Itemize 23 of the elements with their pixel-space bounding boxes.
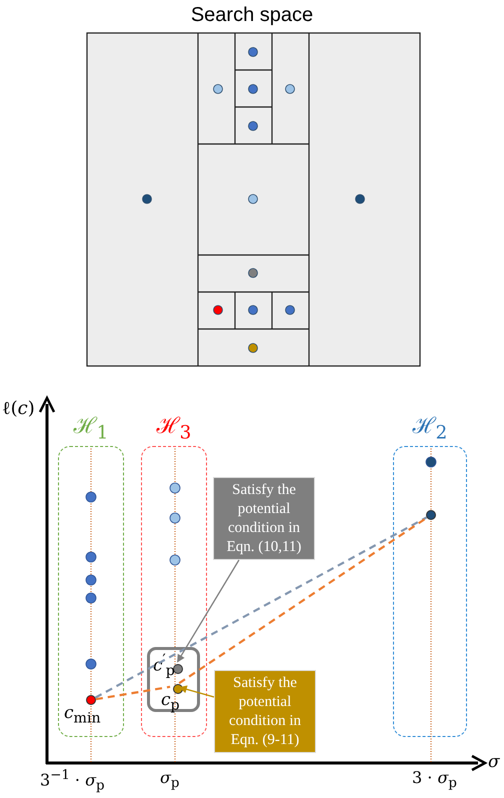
group-title: ℋ$_{2}$ [412, 414, 448, 446]
dashed-line [96, 686, 170, 700]
data-point [173, 664, 183, 674]
data-point [86, 695, 96, 705]
group-title: ℋ$_{3}$ [156, 414, 192, 446]
tick-label: 3 · σ$_{p}$ [412, 768, 457, 792]
leader-line [177, 560, 240, 663]
point-label: c$_{min}$ [64, 704, 101, 728]
group-title: ℋ$_{1}$ [72, 414, 110, 446]
callout-box: Satisfy the potential condition in Eqn. (10,11) [213, 477, 315, 560]
axis-label: σ [488, 752, 500, 772]
tick-label: σ$_{p}$ [160, 768, 180, 792]
leader-line [178, 685, 214, 698]
dashed-line [94, 516, 428, 699]
tick-label: 3$^{−1}$ · σ$_{p}$ [40, 768, 105, 794]
axis-label: ℓ(c) [2, 398, 35, 419]
dashed-line [178, 516, 428, 684]
data-point [426, 510, 436, 520]
point-label: c$_{p}$ [161, 691, 180, 714]
panel-title: Search space [190, 4, 314, 27]
highlight-box [147, 647, 200, 712]
data-point [173, 684, 183, 694]
callout-box: Satisfy the potential condition in Eqn. (9-11) [214, 670, 316, 753]
